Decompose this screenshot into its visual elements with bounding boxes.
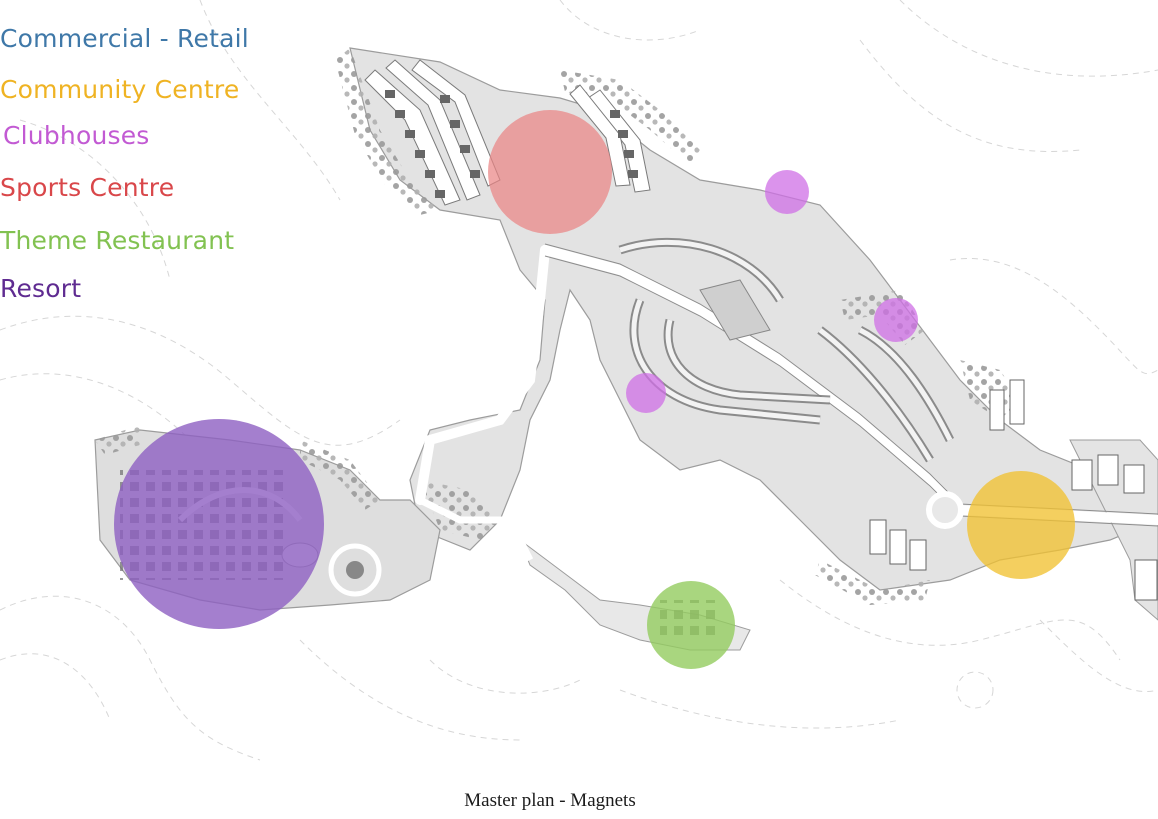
roundabout (926, 491, 964, 529)
site-plan-drawing (0, 0, 1158, 761)
clubhouse-marker-2 (874, 298, 918, 342)
community-centre-marker (967, 471, 1075, 579)
legend-item-commercial-retail: Commercial - Retail (0, 24, 249, 53)
nw-housing (364, 59, 651, 206)
nw-house-units (385, 90, 638, 198)
resort-marker (114, 419, 324, 629)
magnet-markers (114, 110, 1075, 669)
sports-centre-marker (488, 110, 612, 234)
contour-lines (0, 0, 1158, 761)
west-promenade (418, 496, 534, 562)
central-plaza (699, 279, 771, 341)
master-plan-map (0, 0, 1158, 761)
clubhouse-marker-3 (626, 373, 666, 413)
theme-restaurant-marker (647, 581, 735, 669)
east-blocks (869, 379, 1158, 601)
legend-item-resort: Resort (0, 274, 82, 303)
legend-item-clubhouses: Clubhouses (3, 121, 150, 150)
clubhouse-marker-1 (765, 170, 809, 214)
legend-item-community-centre: Community Centre (0, 75, 240, 104)
legend-item-theme-restaurant: Theme Restaurant (0, 226, 235, 255)
caption: Master plan - Magnets (464, 790, 636, 811)
legend-item-sports-centre: Sports Centre (0, 173, 175, 202)
